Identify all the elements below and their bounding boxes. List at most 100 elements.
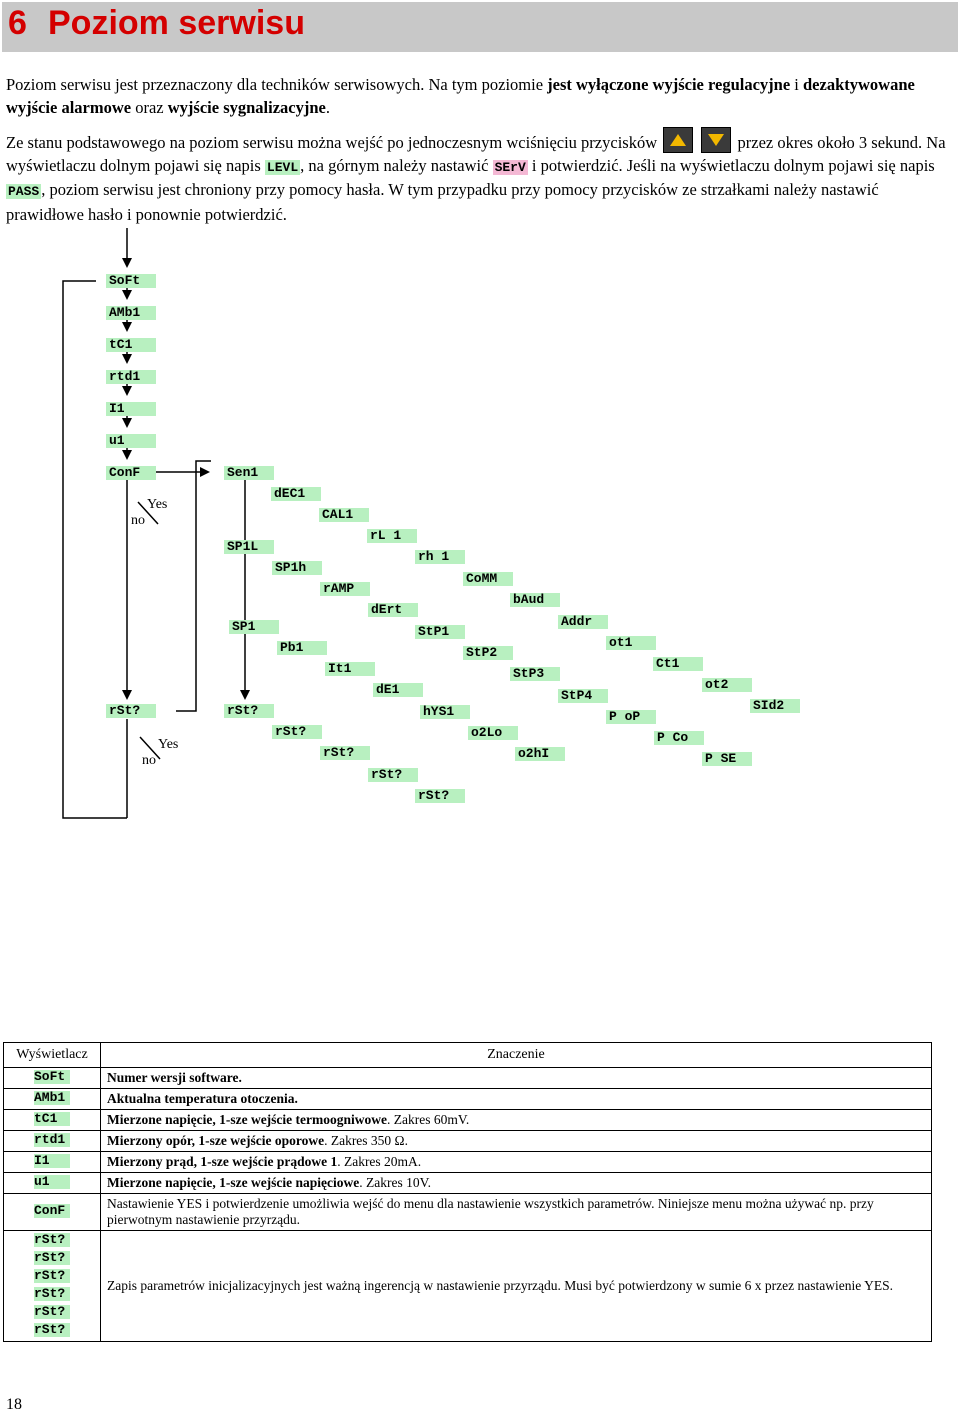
display-cell: rSt? rSt? rSt? rSt? rSt? rSt? — [3, 1230, 101, 1342]
text-bold: wyjście sygnalizacyjne — [167, 97, 326, 117]
up-arrow-icon — [663, 127, 694, 153]
text: i — [790, 75, 803, 94]
menu-box-stp4: StP4 — [558, 689, 608, 703]
menu-box-sen1: Sen1 — [224, 466, 274, 480]
legend-row: ConF Nastawienie YES i potwierdzenie umo… — [3, 1193, 932, 1231]
legend-table: Wyświetlacz Znaczenie SoFt Numer wersji … — [3, 1042, 932, 1342]
menu-box-rh1: rh 1 — [415, 550, 465, 564]
display-code: AMb1 — [34, 1091, 70, 1105]
text: , poziom serwisu jest chroniony przy pom… — [6, 180, 879, 224]
code-serv: SErV — [492, 159, 528, 175]
menu-box-o2hi: o2hI — [515, 747, 565, 761]
menu-box-pop: P oP — [606, 710, 656, 724]
intro-paragraph-2: Ze stanu podstawowego na poziom serwisu … — [6, 127, 952, 226]
meaning-cell: Mierzone napięcie, 1-sze wejście termoog… — [100, 1109, 932, 1131]
menu-box-pb1: Pb1 — [277, 641, 327, 655]
meaning-cell: Mierzony prąd, 1-sze wejście prądowe 1. … — [100, 1151, 932, 1173]
text: . — [325, 97, 330, 117]
menu-box-u1: u1 — [106, 434, 156, 448]
menu-box-ramp: rAMP — [320, 582, 370, 596]
display-code: I1 — [34, 1154, 70, 1168]
menu-box-soft: SoFt — [106, 274, 156, 288]
code-levl: LEVL — [264, 159, 301, 175]
menu-box-i1: I1 — [106, 402, 156, 416]
menu-box-stp2: StP2 — [463, 646, 513, 660]
menu-box-cal1: CAL1 — [319, 508, 369, 522]
text: i potwierdzić. Jeśli na wyświetlaczu dol… — [527, 155, 935, 175]
menu-box-rst-3: rSt? — [272, 725, 322, 739]
menu-box-addr: Addr — [558, 615, 608, 629]
meaning-bold: Numer wersji software. — [107, 1070, 242, 1085]
legend-row: AMb1 Aktualna temperatura otoczenia. — [3, 1088, 932, 1110]
display-cell: I1 — [3, 1151, 101, 1173]
menu-box-sp1l: SP1L — [224, 540, 274, 554]
meaning-bold: Aktualna temperatura otoczenia. — [107, 1091, 298, 1106]
menu-box-rst-6: rSt? — [415, 789, 465, 803]
display-cell: ConF — [3, 1193, 101, 1231]
display-code: rSt? — [34, 1287, 70, 1301]
meaning-text: . Zakres 350 Ω. — [324, 1133, 408, 1148]
display-code: rSt? — [34, 1323, 70, 1337]
menu-box-ot1: ot1 — [606, 636, 656, 650]
display-cell: SoFt — [3, 1067, 101, 1089]
text-bold: jest wyłączone wyjście regulacyjne — [547, 75, 791, 94]
legend-row: rSt? rSt? rSt? rSt? rSt? rSt? Zapis para… — [3, 1230, 932, 1342]
display-code: ConF — [34, 1204, 70, 1218]
menu-box-sp1: SP1 — [229, 620, 279, 634]
display-code: rtd1 — [34, 1133, 70, 1147]
menu-box-dec1: dEC1 — [271, 487, 321, 501]
menu-box-it1: It1 — [325, 662, 375, 676]
menu-box-de1: dE1 — [373, 683, 423, 697]
meaning-text: Nastawienie YES i potwierdzenie umożliwi… — [107, 1196, 874, 1227]
yes-label: Yes — [158, 737, 179, 752]
menu-box-hys1: hYS1 — [420, 705, 470, 719]
menu-box-tc1: tC1 — [106, 338, 156, 352]
legend-row: I1 Mierzony prąd, 1-sze wejście prądowe … — [3, 1151, 932, 1173]
meaning-cell: Mierzone napięcie, 1-sze wejście napięci… — [100, 1172, 932, 1194]
meaning-cell: Zapis parametrów inicjalizacyjnych jest … — [100, 1230, 932, 1342]
menu-box-rst-1: rSt? — [106, 704, 156, 718]
meaning-text: . Zakres 60mV. — [387, 1112, 470, 1127]
meaning-text: . Zakres 20mA. — [337, 1154, 422, 1169]
menu-box-ct1: Ct1 — [653, 657, 703, 671]
down-arrow-icon — [701, 127, 732, 153]
menu-box-stp1: StP1 — [415, 625, 465, 639]
page-number: 18 — [6, 1396, 22, 1413]
meaning-cell: Numer wersji software. — [100, 1067, 932, 1089]
display-code: u1 — [34, 1175, 70, 1189]
legend-row: rtd1 Mierzony opór, 1-sze wejście oporow… — [3, 1130, 932, 1152]
no-label: no — [142, 753, 156, 768]
display-cell: tC1 — [3, 1109, 101, 1131]
display-code: SoFt — [34, 1070, 70, 1084]
meaning-bold: Mierzony prąd, 1-sze wejście prądowe 1 — [107, 1154, 338, 1169]
display-cell: AMb1 — [3, 1088, 101, 1110]
display-code: rSt? — [34, 1233, 70, 1247]
menu-box-rtd1: rtd1 — [106, 370, 156, 384]
text-bold: dezaktywowane wyjście alarmowe — [6, 75, 915, 117]
column-header-meaning: Znaczenie — [100, 1042, 932, 1068]
meaning-bold: Mierzony opór, 1-sze wejście oporowe — [107, 1133, 325, 1148]
menu-box-rst-2: rSt? — [224, 704, 274, 718]
legend-row: SoFt Numer wersji software. — [3, 1067, 932, 1089]
text: oraz — [131, 97, 168, 117]
text: przez okres około 3 sekund. Na wyświetla… — [6, 133, 946, 175]
meaning-bold: Mierzone napięcie, 1-sze wejście napięci… — [107, 1175, 360, 1190]
menu-box-pse: P SE — [702, 752, 752, 766]
meaning-text: . Zakres 10V. — [359, 1175, 432, 1190]
display-code: rSt? — [34, 1251, 70, 1265]
menu-box-comm: CoMM — [463, 572, 513, 586]
menu-box-pco: P Co — [654, 731, 704, 745]
chapter-title: Poziom serwisu — [48, 4, 305, 42]
yes-label: Yes — [147, 497, 168, 512]
menu-box-dert: dErt — [368, 603, 418, 617]
menu-box-amb1: AMb1 — [106, 306, 156, 320]
display-cell: rtd1 — [3, 1130, 101, 1152]
code-pass: PASS — [6, 184, 42, 199]
chapter-number: 6 — [8, 4, 27, 42]
text: Ze stanu podstawowego na poziom serwisu … — [6, 133, 662, 152]
menu-box-rst-4: rSt? — [320, 746, 370, 760]
legend-row: u1 Mierzone napięcie, 1-sze wejście napi… — [3, 1172, 932, 1194]
legend-header-row: Wyświetlacz Znaczenie — [3, 1042, 932, 1068]
display-code: rSt? — [34, 1269, 70, 1283]
